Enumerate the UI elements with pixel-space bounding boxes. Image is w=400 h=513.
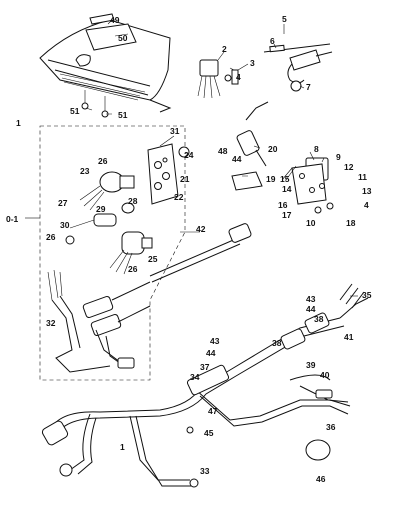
callout-8: 8 bbox=[314, 144, 319, 154]
callout-22: 22 bbox=[174, 192, 184, 202]
callout-14: 14 bbox=[282, 184, 292, 194]
callout-35: 35 bbox=[362, 290, 372, 300]
callout-20: 20 bbox=[268, 144, 278, 154]
callout-44-mid: 44 bbox=[306, 304, 316, 314]
callout-31: 31 bbox=[170, 126, 180, 136]
main-harness bbox=[41, 283, 369, 488]
callout-11: 11 bbox=[358, 172, 367, 182]
callout-38-mid: 38 bbox=[272, 338, 282, 348]
callout-25: 25 bbox=[148, 254, 158, 264]
callout-45: 45 bbox=[204, 428, 214, 438]
callout-labels: 49 50 51 51 2 3 4 5 6 7 1 31 24 26 21 22… bbox=[16, 14, 372, 484]
dashboard-console bbox=[39, 13, 172, 118]
callout-4-right: 4 bbox=[364, 200, 369, 210]
callout-19: 19 bbox=[266, 174, 276, 184]
leader-lines bbox=[85, 19, 358, 297]
callout-24: 24 bbox=[184, 150, 194, 160]
callout-32: 32 bbox=[46, 318, 56, 328]
group-label: 0-1 bbox=[6, 214, 19, 224]
callout-1-bottom: 1 bbox=[120, 442, 125, 452]
starter-relay bbox=[281, 157, 334, 214]
callout-43-left: 43 bbox=[210, 336, 220, 346]
callout-37: 37 bbox=[200, 362, 210, 372]
callout-38-top: 38 bbox=[314, 314, 324, 324]
callout-1-top: 1 bbox=[16, 118, 21, 128]
callout-26-a: 26 bbox=[98, 156, 108, 166]
callout-13: 13 bbox=[362, 186, 372, 196]
callout-50: 50 bbox=[118, 33, 128, 43]
ignition-switch bbox=[65, 171, 135, 245]
callout-40: 40 bbox=[320, 370, 330, 380]
callout-39: 39 bbox=[306, 360, 316, 370]
callout-44-top: 44 bbox=[232, 154, 242, 164]
callout-6: 6 bbox=[270, 36, 275, 46]
callout-47: 47 bbox=[208, 406, 218, 416]
callout-4: 4 bbox=[236, 72, 241, 82]
callout-51-left: 51 bbox=[70, 106, 80, 116]
callout-29: 29 bbox=[96, 204, 106, 214]
callout-34: 34 bbox=[190, 372, 200, 382]
callout-5: 5 bbox=[282, 14, 287, 24]
choke-cable bbox=[263, 43, 333, 92]
callout-23: 23 bbox=[80, 166, 90, 176]
callout-36: 36 bbox=[326, 422, 336, 432]
callout-21: 21 bbox=[180, 174, 190, 184]
callout-27: 27 bbox=[58, 198, 68, 208]
callout-15: 15 bbox=[280, 174, 290, 184]
extension-harness bbox=[149, 223, 252, 283]
callout-9: 9 bbox=[336, 152, 341, 162]
callout-43-top: 43 bbox=[306, 294, 316, 304]
callout-7: 7 bbox=[306, 82, 311, 92]
callout-2: 2 bbox=[222, 44, 227, 54]
callout-18: 18 bbox=[346, 218, 356, 228]
callout-41: 41 bbox=[344, 332, 354, 342]
callout-26-b: 26 bbox=[46, 232, 56, 242]
kill-switch bbox=[109, 231, 153, 275]
callout-49: 49 bbox=[110, 15, 120, 25]
callout-10: 10 bbox=[306, 218, 316, 228]
callout-30: 30 bbox=[60, 220, 70, 230]
key-switch-parts bbox=[197, 59, 239, 99]
switch-assembly-group bbox=[25, 125, 186, 381]
callout-51-right: 51 bbox=[118, 110, 128, 120]
callout-33: 33 bbox=[200, 466, 210, 476]
callout-28: 28 bbox=[128, 196, 138, 206]
dash-harness bbox=[47, 269, 151, 373]
control-panel bbox=[147, 143, 190, 205]
callout-17: 17 bbox=[282, 210, 292, 220]
callout-42: 42 bbox=[196, 224, 206, 234]
callout-26-c: 26 bbox=[128, 264, 138, 274]
callout-46: 46 bbox=[316, 474, 326, 484]
callout-48: 48 bbox=[218, 146, 228, 156]
callout-44-left: 44 bbox=[206, 348, 216, 358]
cap bbox=[305, 439, 331, 461]
choke-solenoid bbox=[231, 101, 269, 191]
callout-12: 12 bbox=[344, 162, 354, 172]
callout-3: 3 bbox=[250, 58, 255, 68]
callout-16: 16 bbox=[278, 200, 288, 210]
